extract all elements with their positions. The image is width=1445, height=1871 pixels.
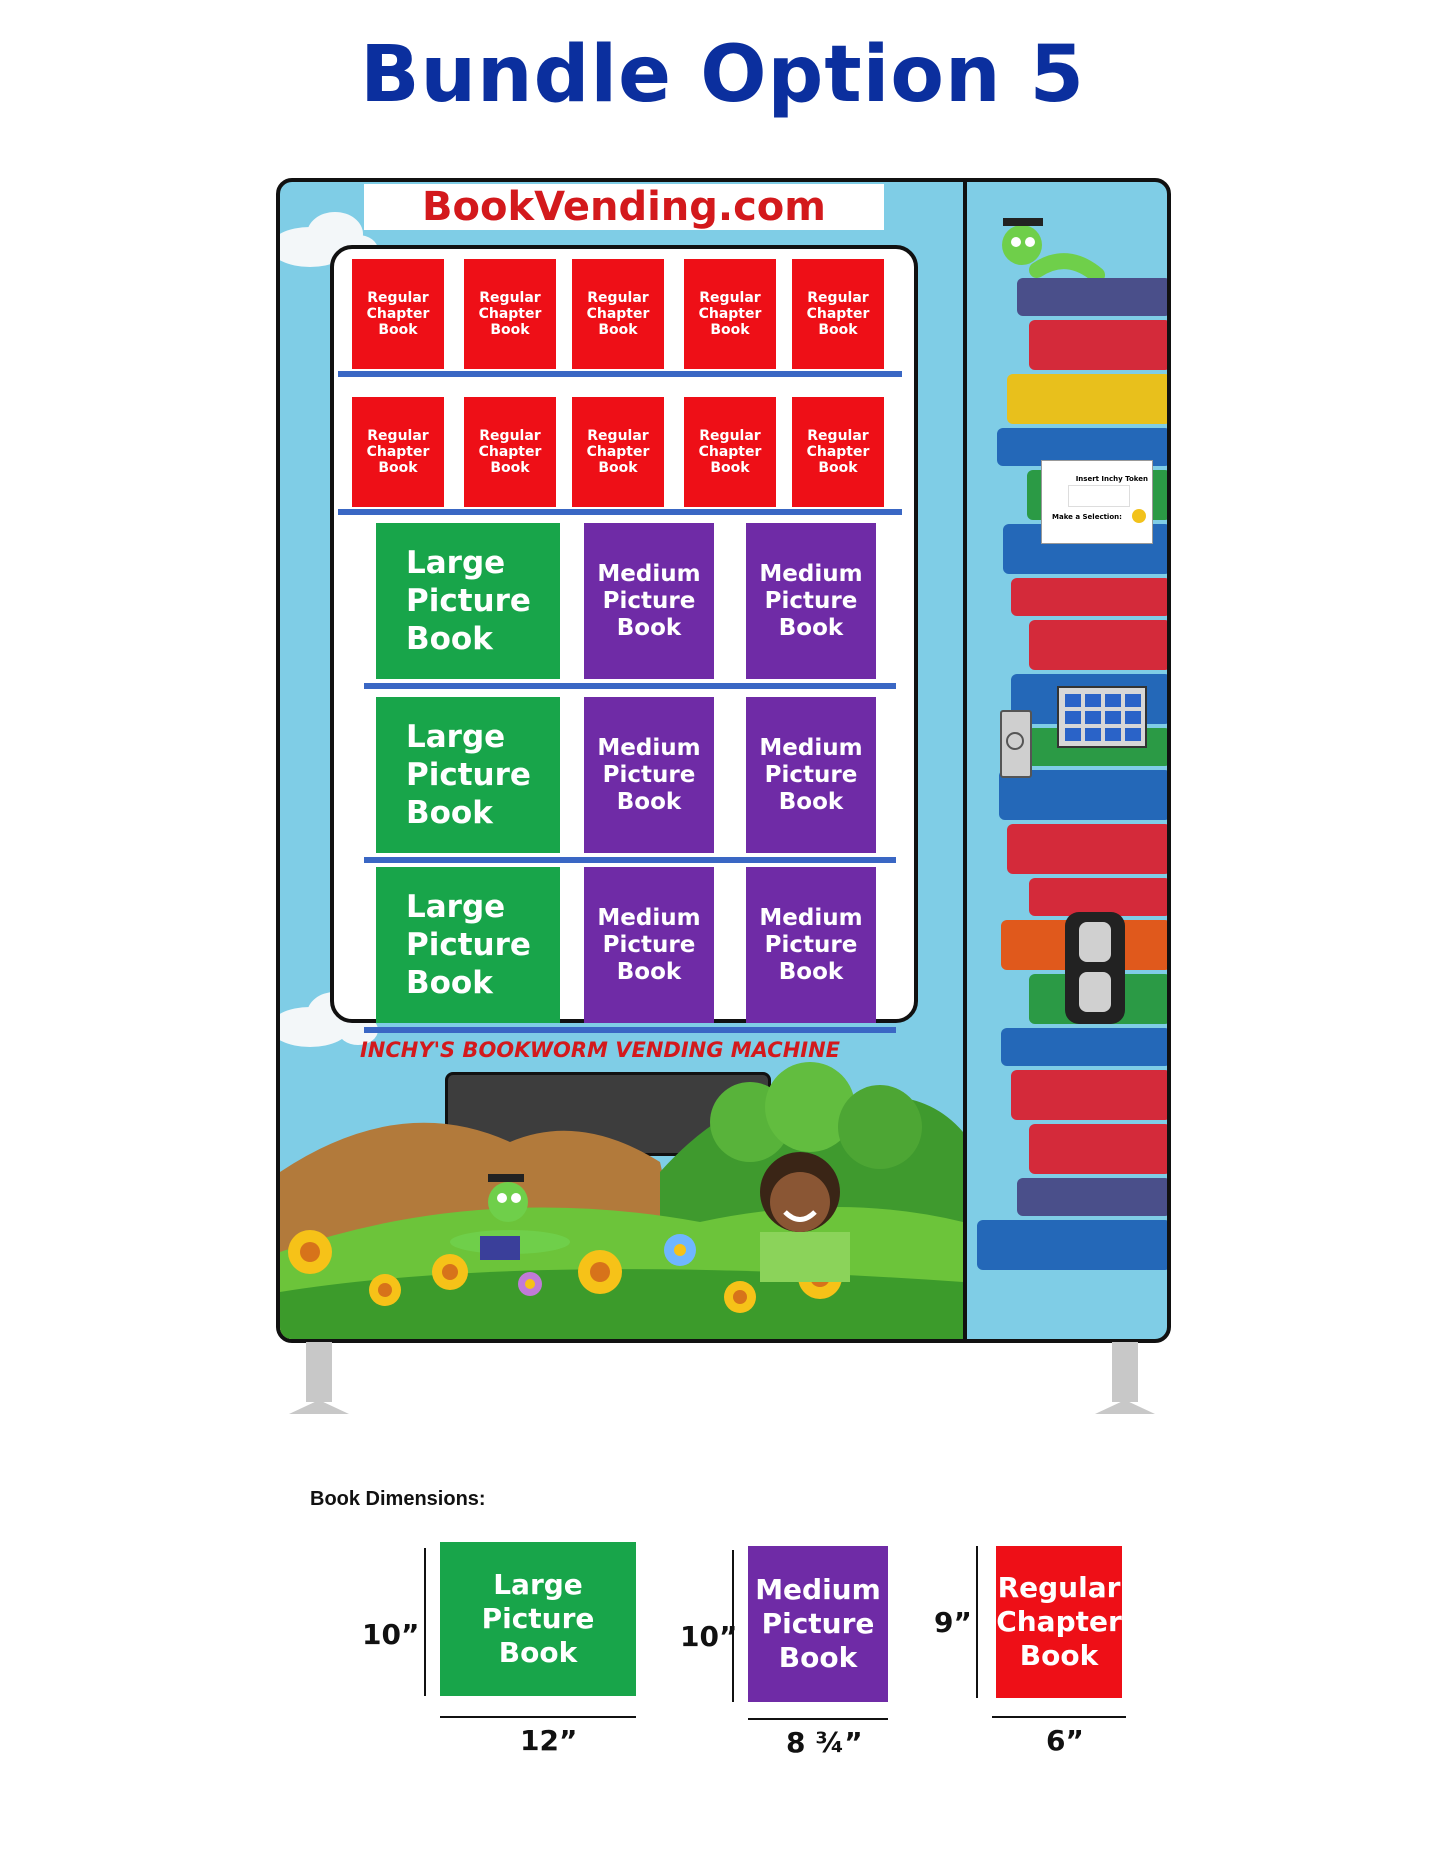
regular-chapter-book[interactable]: Regular Chapter Book [684, 397, 776, 507]
keypad-key[interactable] [1125, 694, 1141, 707]
selection-label: Make a Selection: [1052, 513, 1122, 521]
landscape-scene [280, 1062, 963, 1339]
keypad-key[interactable] [1125, 728, 1141, 741]
shelf [364, 1027, 896, 1033]
book-spine [999, 770, 1167, 820]
dimensions-heading: Book Dimensions: [310, 1488, 486, 1510]
medium-picture-book[interactable]: Medium Picture Book [746, 697, 876, 853]
keypad-key[interactable] [1085, 728, 1101, 741]
book-spine [1011, 578, 1167, 616]
regular-chapter-book[interactable]: Regular Chapter Book [352, 397, 444, 507]
machine-leg [1112, 1342, 1138, 1402]
large-picture-book[interactable]: Large Picture Book [376, 867, 560, 1023]
book-spine [1011, 1070, 1167, 1120]
book-spine [1001, 1028, 1167, 1066]
book-spine [1029, 1124, 1167, 1174]
book-spine [1029, 878, 1167, 916]
width-label: 6” [1046, 1724, 1084, 1757]
book-spine [1007, 374, 1167, 424]
height-label: 9” [934, 1606, 972, 1639]
machine-foot [289, 1400, 349, 1414]
child-reading-icon [760, 1152, 850, 1282]
book-spine [1029, 320, 1167, 370]
flower-icon [518, 1234, 696, 1296]
keypad-key[interactable] [1065, 711, 1081, 724]
shelf [338, 371, 902, 377]
keypad-key[interactable] [1125, 711, 1141, 724]
side-door: Insert Inchy Token Make a Selection: [963, 182, 1167, 1339]
machine-name: INCHY'S BOOKWORM VENDING MACHINE [359, 1038, 841, 1062]
machine-leg [306, 1342, 332, 1402]
page-title: Bundle Option 5 [360, 30, 1085, 120]
width-label: 8 ¾” [786, 1726, 863, 1759]
medium-picture-book[interactable]: Medium Picture Book [746, 867, 876, 1023]
book-spine [1007, 824, 1167, 874]
shelf [364, 683, 896, 689]
book-spine [1017, 278, 1167, 316]
door-handle[interactable] [1000, 710, 1032, 778]
medium-picture-book[interactable]: Medium Picture Book [584, 697, 714, 853]
keypad-key[interactable] [1085, 694, 1101, 707]
width-label: 12” [520, 1724, 578, 1757]
selection-panel: Insert Inchy Token Make a Selection: [1041, 460, 1153, 544]
keypad-key[interactable] [1105, 728, 1121, 741]
regular-chapter-book[interactable]: Regular Chapter Book [464, 397, 556, 507]
coin-icon [1132, 509, 1146, 523]
height-arrow [424, 1548, 426, 1696]
keypad-key[interactable] [1085, 711, 1101, 724]
keypad[interactable] [1057, 686, 1147, 748]
keypad-key[interactable] [1065, 694, 1081, 707]
brand-logo: BookVending.com [364, 184, 884, 230]
regular-chapter-book[interactable]: Regular Chapter Book [352, 259, 444, 369]
token-display [1068, 485, 1130, 507]
regular-chapter-book[interactable]: Regular Chapter Book [792, 397, 884, 507]
regular-chapter-book[interactable]: Regular Chapter Book [572, 397, 664, 507]
bookworm-icon [1002, 218, 1105, 283]
large-picture-book-sample: Large Picture Book [440, 1542, 636, 1696]
bookworm-icon [450, 1174, 570, 1260]
book-spine [977, 1220, 1167, 1270]
height-arrow [976, 1546, 978, 1698]
keypad-key[interactable] [1065, 728, 1081, 741]
shelf [338, 509, 902, 515]
width-arrow [748, 1718, 888, 1720]
book-spine [1017, 1178, 1167, 1216]
keypad-key[interactable] [1105, 694, 1121, 707]
width-arrow [440, 1716, 636, 1718]
height-label: 10” [362, 1618, 420, 1651]
machine-foot [1095, 1400, 1155, 1414]
large-picture-book[interactable]: Large Picture Book [376, 523, 560, 679]
regular-chapter-book[interactable]: Regular Chapter Book [792, 259, 884, 369]
medium-picture-book[interactable]: Medium Picture Book [584, 523, 714, 679]
medium-picture-book[interactable]: Medium Picture Book [584, 867, 714, 1023]
height-arrow [732, 1550, 734, 1702]
regular-chapter-book[interactable]: Regular Chapter Book [572, 259, 664, 369]
regular-chapter-book-sample: Regular Chapter Book [996, 1546, 1122, 1698]
medium-picture-book[interactable]: Medium Picture Book [746, 523, 876, 679]
book-spine [997, 428, 1167, 466]
regular-chapter-book[interactable]: Regular Chapter Book [464, 259, 556, 369]
regular-chapter-book[interactable]: Regular Chapter Book [684, 259, 776, 369]
height-label: 10” [680, 1620, 738, 1653]
token-label: Insert Inchy Token [1075, 475, 1148, 483]
shelf [364, 857, 896, 863]
medium-picture-book-sample: Medium Picture Book [748, 1546, 888, 1702]
book-spine [1029, 620, 1167, 670]
width-arrow [992, 1716, 1126, 1718]
large-picture-book[interactable]: Large Picture Book [376, 697, 560, 853]
keypad-key[interactable] [1105, 711, 1121, 724]
coin-mechanism[interactable] [1065, 912, 1125, 1024]
